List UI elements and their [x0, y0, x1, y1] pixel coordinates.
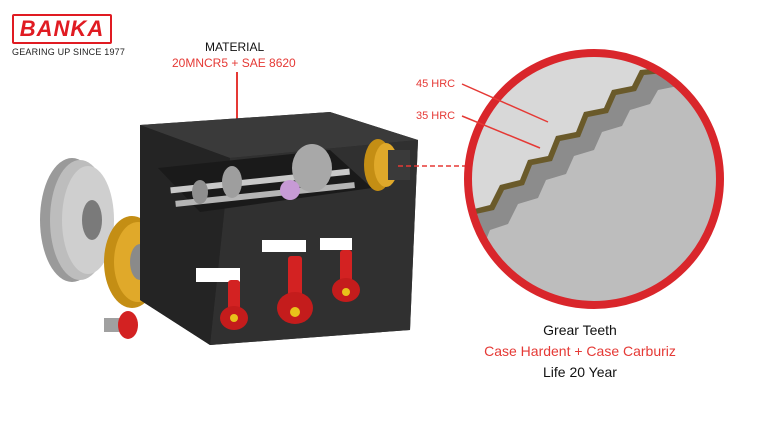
hrc45-pointer	[461, 83, 549, 123]
brand-logo: BANKA	[12, 14, 112, 44]
direction-lever	[220, 280, 248, 330]
pulley-wheel	[40, 158, 114, 282]
hrc35-pointer	[461, 115, 541, 149]
logo-text: BANKA	[19, 16, 105, 41]
caption-title: Grear Teeth	[543, 322, 617, 338]
caption-life: Life 20 Year	[543, 364, 617, 380]
direction-selector-label	[196, 268, 240, 282]
caption-process: Case Hardent + Case Carburiz	[484, 343, 676, 359]
gear-lever	[277, 256, 313, 324]
speed-lever	[332, 250, 360, 302]
speed-selector-label	[320, 238, 352, 250]
gear-selector-label	[262, 240, 306, 252]
material-value: 20MNCR5 + SAE 8620	[172, 56, 296, 70]
input-shaft-cap	[104, 311, 138, 339]
right-bearing-housing	[364, 139, 410, 191]
hrc-35-label: 35 HRC	[416, 110, 456, 122]
brand-tagline: GEARING UP SINCE 1977	[12, 47, 126, 57]
hrc-45-label: 45 HRC	[416, 78, 456, 90]
material-title: MATERIAL	[205, 40, 265, 54]
